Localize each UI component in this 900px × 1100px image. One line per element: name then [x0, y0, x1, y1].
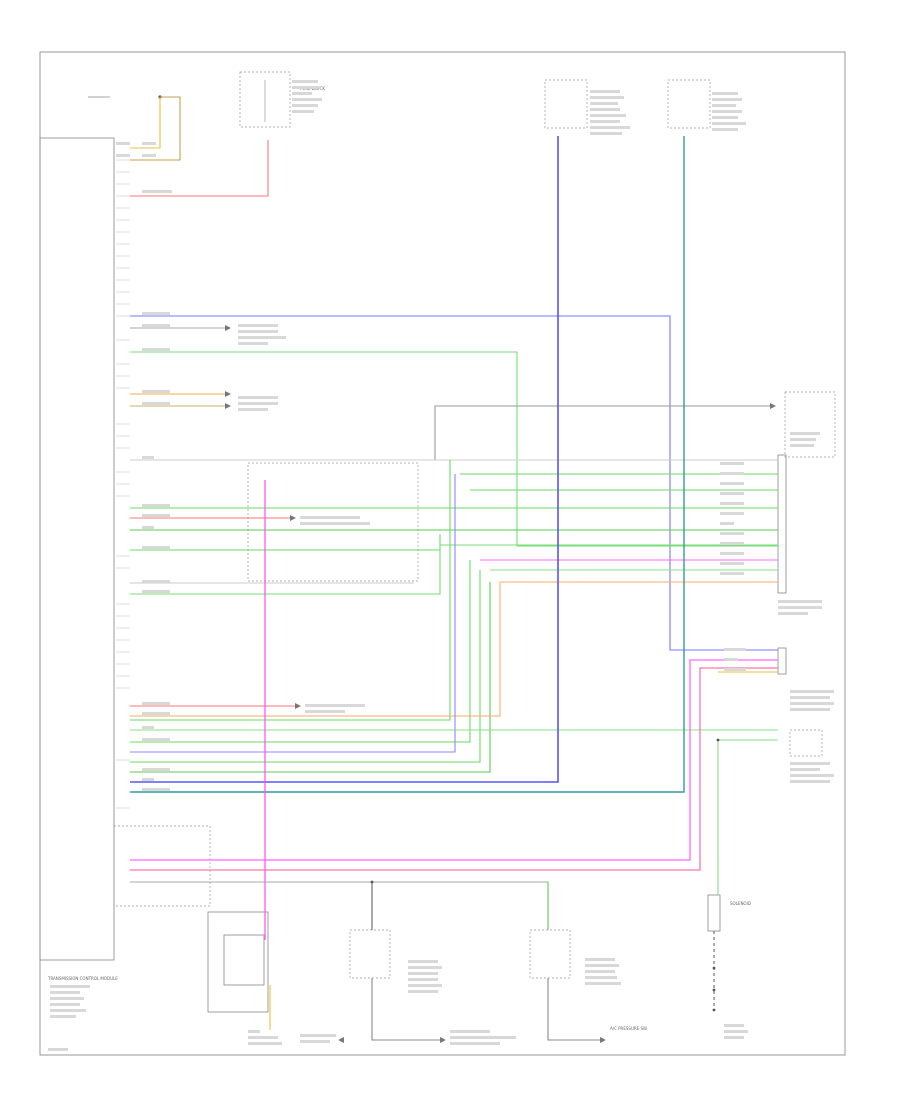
fuse-box-right — [667, 79, 711, 129]
wire-bottom-link1 — [371, 978, 440, 1041]
wire-green-4 — [130, 544, 778, 595]
top-ground-component — [88, 95, 162, 99]
faint-label-blocks — [48, 80, 834, 1051]
connector-right-mid — [777, 454, 787, 594]
bottom-relay — [207, 911, 269, 1013]
pin-ticks — [116, 159, 130, 809]
sensor-right-lower — [789, 729, 823, 757]
connector-right-lower — [777, 647, 787, 675]
wire-green-v1 — [130, 460, 451, 721]
wire-green-3 — [130, 534, 441, 551]
bottom-solenoid — [707, 894, 721, 932]
internal-junction-box — [247, 462, 419, 582]
lower-junction-box — [113, 825, 211, 907]
bottom-switch-right — [529, 929, 571, 979]
fuse-box-left — [239, 71, 291, 128]
wire-green-drop3 — [130, 582, 491, 773]
label-control-unit: TRANSMISSION CONTROL MODULE — [47, 976, 118, 981]
wire-orange-drop — [130, 582, 501, 717]
wire-bottom-link2 — [547, 978, 600, 1041]
arrow-markers — [225, 325, 776, 1043]
wire-grey-long — [434, 405, 770, 460]
bottom-switch-mid — [349, 929, 391, 979]
control-unit — [39, 137, 115, 961]
wire-green-drop1 — [130, 560, 471, 743]
wire-teal-vertical — [130, 136, 685, 793]
wire-blue-loop — [130, 315, 778, 651]
label-pressure-switch: A/C PRESSURE SW — [610, 1026, 647, 1031]
wire-green-517 — [130, 351, 778, 547]
wire-pink-3 — [130, 667, 778, 871]
wire-blue-drop — [130, 474, 456, 753]
wire-red-fuse — [130, 140, 269, 197]
wire-brown-top — [130, 96, 181, 161]
control-unit-box — [39, 137, 115, 961]
wire-pink-2 — [130, 659, 778, 861]
wire-green-drop2 — [130, 570, 481, 763]
wire-yellow-top — [130, 97, 161, 149]
label-solenoid: SOLENOID — [730, 901, 751, 906]
sensor-right-top — [784, 391, 836, 458]
wire-blue-vertical — [130, 136, 559, 783]
connection-dots — [370, 738, 720, 1012]
fuse-box-mid — [544, 79, 588, 129]
wires — [130, 96, 778, 1041]
